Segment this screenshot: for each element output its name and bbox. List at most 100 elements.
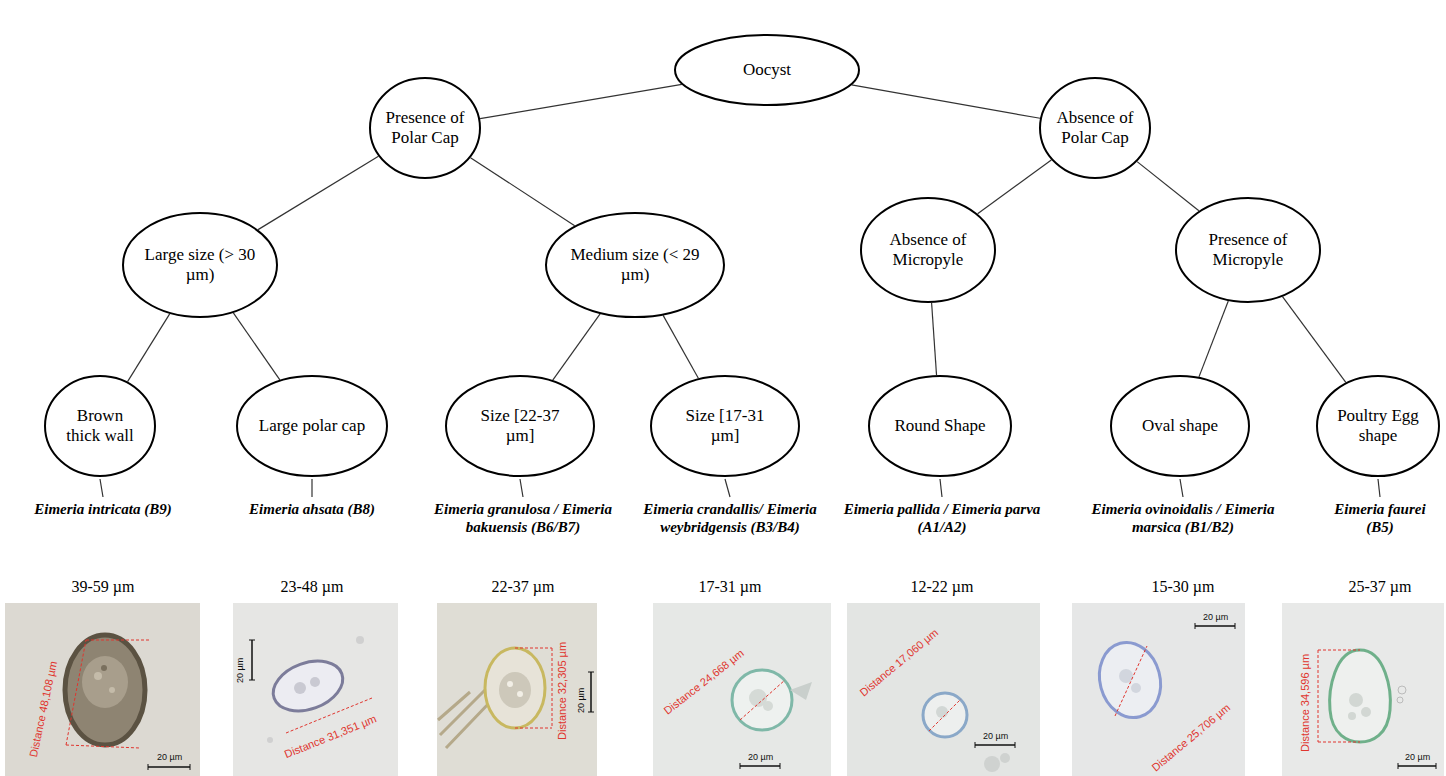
size-range: 25-37 µm xyxy=(1349,577,1412,596)
node-label: Medium size (< 29 µm) xyxy=(570,245,700,285)
node-label: Round Shape xyxy=(888,416,992,436)
node-text-block: Absence of Micropyle xyxy=(879,230,977,270)
size-range: 23-48 µm xyxy=(281,577,344,596)
node-label: Large polar cap xyxy=(258,416,367,436)
decision-ellipse: Poultry Egg shape xyxy=(1316,375,1440,477)
decision-ellipse: Size [17-31 µm] xyxy=(650,375,800,477)
micrograph-pallida xyxy=(847,603,1040,776)
tree-branch xyxy=(1137,162,1199,211)
decision-ellipse: Oval shape xyxy=(1110,375,1250,477)
scale-bar-label: 20 µm xyxy=(236,658,245,683)
measurement-text: Distance 31,351 µm xyxy=(283,713,378,760)
ellipse-shape xyxy=(1040,78,1150,178)
node-text-block: Oocyst xyxy=(700,60,834,80)
tree-branch xyxy=(233,313,280,380)
micrograph-ovinoidalis xyxy=(1072,603,1245,776)
node-text-block: Presence of Micropyle xyxy=(1196,230,1301,270)
node-text-block: Absence of Polar Cap xyxy=(1055,108,1136,148)
ellipse-shape xyxy=(370,78,480,178)
tree-branch xyxy=(1199,301,1228,377)
node-text-block: Poultry Egg shape xyxy=(1334,406,1423,446)
node-text-block: Large size (> 30 µm) xyxy=(144,245,256,285)
species-name: Eimeria pallida / Eimeria parva (A1/A2) xyxy=(842,500,1042,536)
decision-ellipse: Large polar cap xyxy=(236,375,388,477)
ellipse-shape xyxy=(675,35,859,105)
micrograph-intricata xyxy=(5,603,200,776)
species-name: Eimeria ahsata (B8) xyxy=(222,500,402,518)
ellipse-shape xyxy=(1176,198,1320,302)
size-range: 22-37 µm xyxy=(492,577,555,596)
tree-branch xyxy=(852,85,1040,118)
measurement-text: Distance 25,706 µm xyxy=(1150,702,1232,773)
ellipse-shape xyxy=(123,213,277,317)
scale-bar-label: 20 µm xyxy=(1203,613,1228,622)
micrograph-faurei xyxy=(1282,603,1444,776)
scale-bar-label: 20 µm xyxy=(577,688,586,713)
node-label: Size [22-37 µm] xyxy=(466,406,574,446)
ellipse-shape xyxy=(237,376,387,476)
ellipse-shape xyxy=(1317,376,1439,476)
node-text-block: Size [17-31 µm] xyxy=(671,406,779,446)
decision-ellipse: Presence of Micropyle xyxy=(1175,197,1321,303)
decision-ellipse: Large size (> 30 µm) xyxy=(122,212,278,318)
species-name: Eimeria intricata (B9) xyxy=(13,500,193,518)
species-name: Eimeria ovinoidalis / Eimeria marsica (B… xyxy=(1083,500,1283,536)
species-name: Eimeria faurei (B5) xyxy=(1320,500,1440,536)
micrograph-crandallis xyxy=(653,603,831,776)
decision-ellipse: Absence of Polar Cap xyxy=(1039,77,1151,179)
node-label: Size [17-31 µm] xyxy=(671,406,779,446)
measurement-text: Distance 17,060 µm xyxy=(858,627,940,698)
node-label: Poultry Egg shape xyxy=(1334,406,1423,446)
size-range: 12-22 µm xyxy=(911,577,974,596)
node-label: Absence of Micropyle xyxy=(879,230,977,270)
tree-branch xyxy=(258,156,378,229)
leader-line xyxy=(100,479,1380,497)
size-range: 39-59 µm xyxy=(72,577,135,596)
node-text-block: Round Shape xyxy=(888,416,992,436)
tree-branch xyxy=(978,160,1052,214)
node-label: Oval shape xyxy=(1130,416,1231,436)
measurement-text: Distance 32,305 µm xyxy=(557,642,568,740)
node-label: Absence of Polar Cap xyxy=(1055,108,1136,148)
node-text-block: Presence of Polar Cap xyxy=(385,108,466,148)
decision-ellipse: Size [22-37 µm] xyxy=(445,375,595,477)
ellipse-shape xyxy=(546,213,724,317)
node-text-block: Size [22-37 µm] xyxy=(466,406,574,446)
ellipse-shape xyxy=(861,198,995,302)
species-name: Eimeria crandallis/ Eimeria weybridgensi… xyxy=(630,500,830,536)
ellipse-shape xyxy=(651,376,799,476)
tree-branch xyxy=(1283,297,1346,383)
micrograph-granulosa xyxy=(437,603,597,776)
tree-branch xyxy=(480,84,682,118)
tree-branch xyxy=(932,303,937,375)
ellipse-shape xyxy=(1111,376,1249,476)
size-range: 17-31 µm xyxy=(699,577,762,596)
scale-bar-label: 20 µm xyxy=(157,753,182,762)
node-text-block: Brown thick wall xyxy=(60,406,141,446)
decision-ellipse: Medium size (< 29 µm) xyxy=(545,212,725,318)
node-label: Large size (> 30 µm) xyxy=(144,245,256,285)
size-range: 15-30 µm xyxy=(1152,577,1215,596)
node-label: Brown thick wall xyxy=(60,406,141,446)
node-label: Presence of Polar Cap xyxy=(385,108,466,148)
tree-branch xyxy=(553,314,600,380)
species-name: Eimeria granulosa / Eimeria bakuensis (B… xyxy=(423,500,623,536)
node-label: Presence of Micropyle xyxy=(1196,230,1301,270)
ellipse-shape xyxy=(45,376,155,476)
scale-bar-label: 20 µm xyxy=(983,732,1008,741)
tree-branch xyxy=(128,314,170,382)
node-text-block: Large polar cap xyxy=(258,416,367,436)
decision-ellipse: Round Shape xyxy=(868,375,1012,477)
micrograph-ahsata xyxy=(233,603,398,776)
ellipse-shape xyxy=(869,376,1011,476)
ellipse-shape xyxy=(446,376,594,476)
decision-ellipse: Presence of Polar Cap xyxy=(369,77,481,179)
node-text-block: Oval shape xyxy=(1130,416,1231,436)
tree-branch xyxy=(471,158,575,226)
decision-ellipse: Absence of Micropyle xyxy=(860,197,996,303)
scale-bar-label: 20 µm xyxy=(1405,753,1430,762)
measurement-text: Distance 34,596 µm xyxy=(1300,654,1311,752)
decision-ellipse: Brown thick wall xyxy=(44,375,156,477)
scale-bar-label: 20 µm xyxy=(748,753,773,762)
